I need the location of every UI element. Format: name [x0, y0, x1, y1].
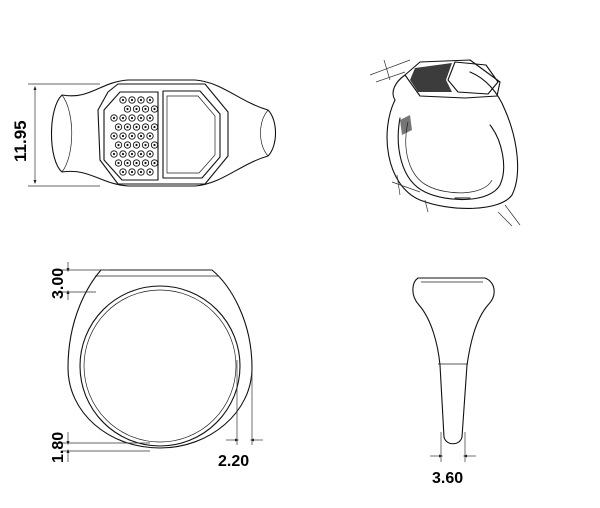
side-view: 3.60	[412, 277, 495, 487]
pave-stone	[137, 96, 145, 104]
pave-stone	[114, 123, 123, 131]
pave-stone	[141, 105, 150, 113]
pave-stone	[150, 105, 159, 113]
pave-prong	[126, 161, 129, 165]
pave-stone	[110, 114, 118, 122]
pave-stone	[141, 159, 150, 167]
pave-prong	[130, 152, 134, 156]
pave-stone	[123, 141, 132, 149]
pave-prong	[139, 170, 143, 174]
pave-prong	[126, 125, 129, 129]
pave-prong	[121, 116, 125, 120]
pave-prong	[130, 98, 134, 102]
pave-prong	[148, 152, 152, 156]
pave-stone	[141, 141, 150, 149]
pave-stone	[110, 150, 118, 158]
pave-prong	[121, 134, 125, 138]
pave-stone	[114, 159, 123, 167]
pave-prong	[153, 107, 156, 111]
pave-stone	[146, 114, 154, 122]
pave-prong	[153, 161, 156, 165]
pave-stone	[141, 123, 150, 131]
pave-stone	[132, 141, 141, 149]
pave-stone	[128, 114, 136, 122]
pave-prong	[135, 107, 138, 111]
pave-stone	[146, 96, 154, 104]
pave-prong	[135, 143, 138, 147]
pave-prong	[144, 107, 147, 111]
pave-stone	[110, 132, 118, 140]
pave-prong	[112, 152, 116, 156]
pave-prong	[117, 143, 120, 147]
pave-prong	[148, 170, 152, 174]
pave-prong	[130, 134, 134, 138]
pave-stone	[137, 114, 145, 122]
pave-prong	[144, 161, 147, 165]
pave-stone	[146, 132, 154, 140]
pave-stone	[128, 96, 136, 104]
pave-prong	[153, 143, 156, 147]
pave-stone	[119, 114, 127, 122]
pave-stone	[137, 168, 145, 176]
pave-prong	[139, 152, 143, 156]
pave-prong	[130, 170, 134, 174]
pave-stone	[123, 159, 132, 167]
pave-stone	[128, 132, 136, 140]
pave-stone	[132, 123, 141, 131]
dim-front-bezel: 3.00	[50, 268, 67, 299]
pave-prong	[148, 98, 152, 102]
pave-prong	[135, 161, 138, 165]
pave-prong	[144, 125, 147, 129]
pave-prong	[117, 125, 120, 129]
pave-stone	[132, 105, 141, 113]
pave-stone	[150, 123, 159, 131]
pave-prong	[148, 116, 152, 120]
pave-stone	[137, 132, 145, 140]
pave-prong	[144, 143, 147, 147]
pave-prong	[112, 116, 116, 120]
front-view: 3.00 1.80 2.20	[50, 262, 263, 470]
pave-prong	[121, 152, 125, 156]
pave-prong	[139, 134, 143, 138]
pave-stone	[119, 168, 127, 176]
pave-stone	[132, 159, 141, 167]
pave-prong	[112, 134, 116, 138]
perspective-view	[369, 59, 521, 227]
pave-prong	[148, 134, 152, 138]
dim-front-shank-bottom: 1.80	[50, 432, 67, 463]
pave-prong	[139, 116, 143, 120]
pave-prong	[126, 143, 129, 147]
pave-prong	[121, 170, 125, 174]
pave-stone	[119, 132, 127, 140]
dim-top-height: 11.95	[11, 120, 30, 162]
pave-stone	[119, 96, 127, 104]
pave-stone	[119, 150, 127, 158]
pave-stones	[110, 96, 159, 176]
pave-stone	[123, 105, 132, 113]
pave-prong	[117, 161, 120, 165]
pave-prong	[135, 125, 138, 129]
pave-stone	[150, 159, 159, 167]
pave-prong	[121, 98, 125, 102]
pave-prong	[153, 125, 156, 129]
pave-stone	[150, 141, 159, 149]
pave-stone	[128, 150, 136, 158]
pave-stone	[146, 150, 154, 158]
pave-stone	[128, 168, 136, 176]
pave-stone	[137, 150, 145, 158]
pave-stone	[123, 123, 132, 131]
top-view: 11.95	[11, 79, 277, 187]
pave-stone	[114, 141, 123, 149]
dim-side-shank-width: 3.60	[432, 470, 463, 487]
pave-prong	[126, 107, 129, 111]
pave-prong	[130, 116, 134, 120]
pave-stone	[146, 168, 154, 176]
pave-prong	[139, 98, 143, 102]
dim-front-wall: 2.20	[218, 453, 249, 470]
